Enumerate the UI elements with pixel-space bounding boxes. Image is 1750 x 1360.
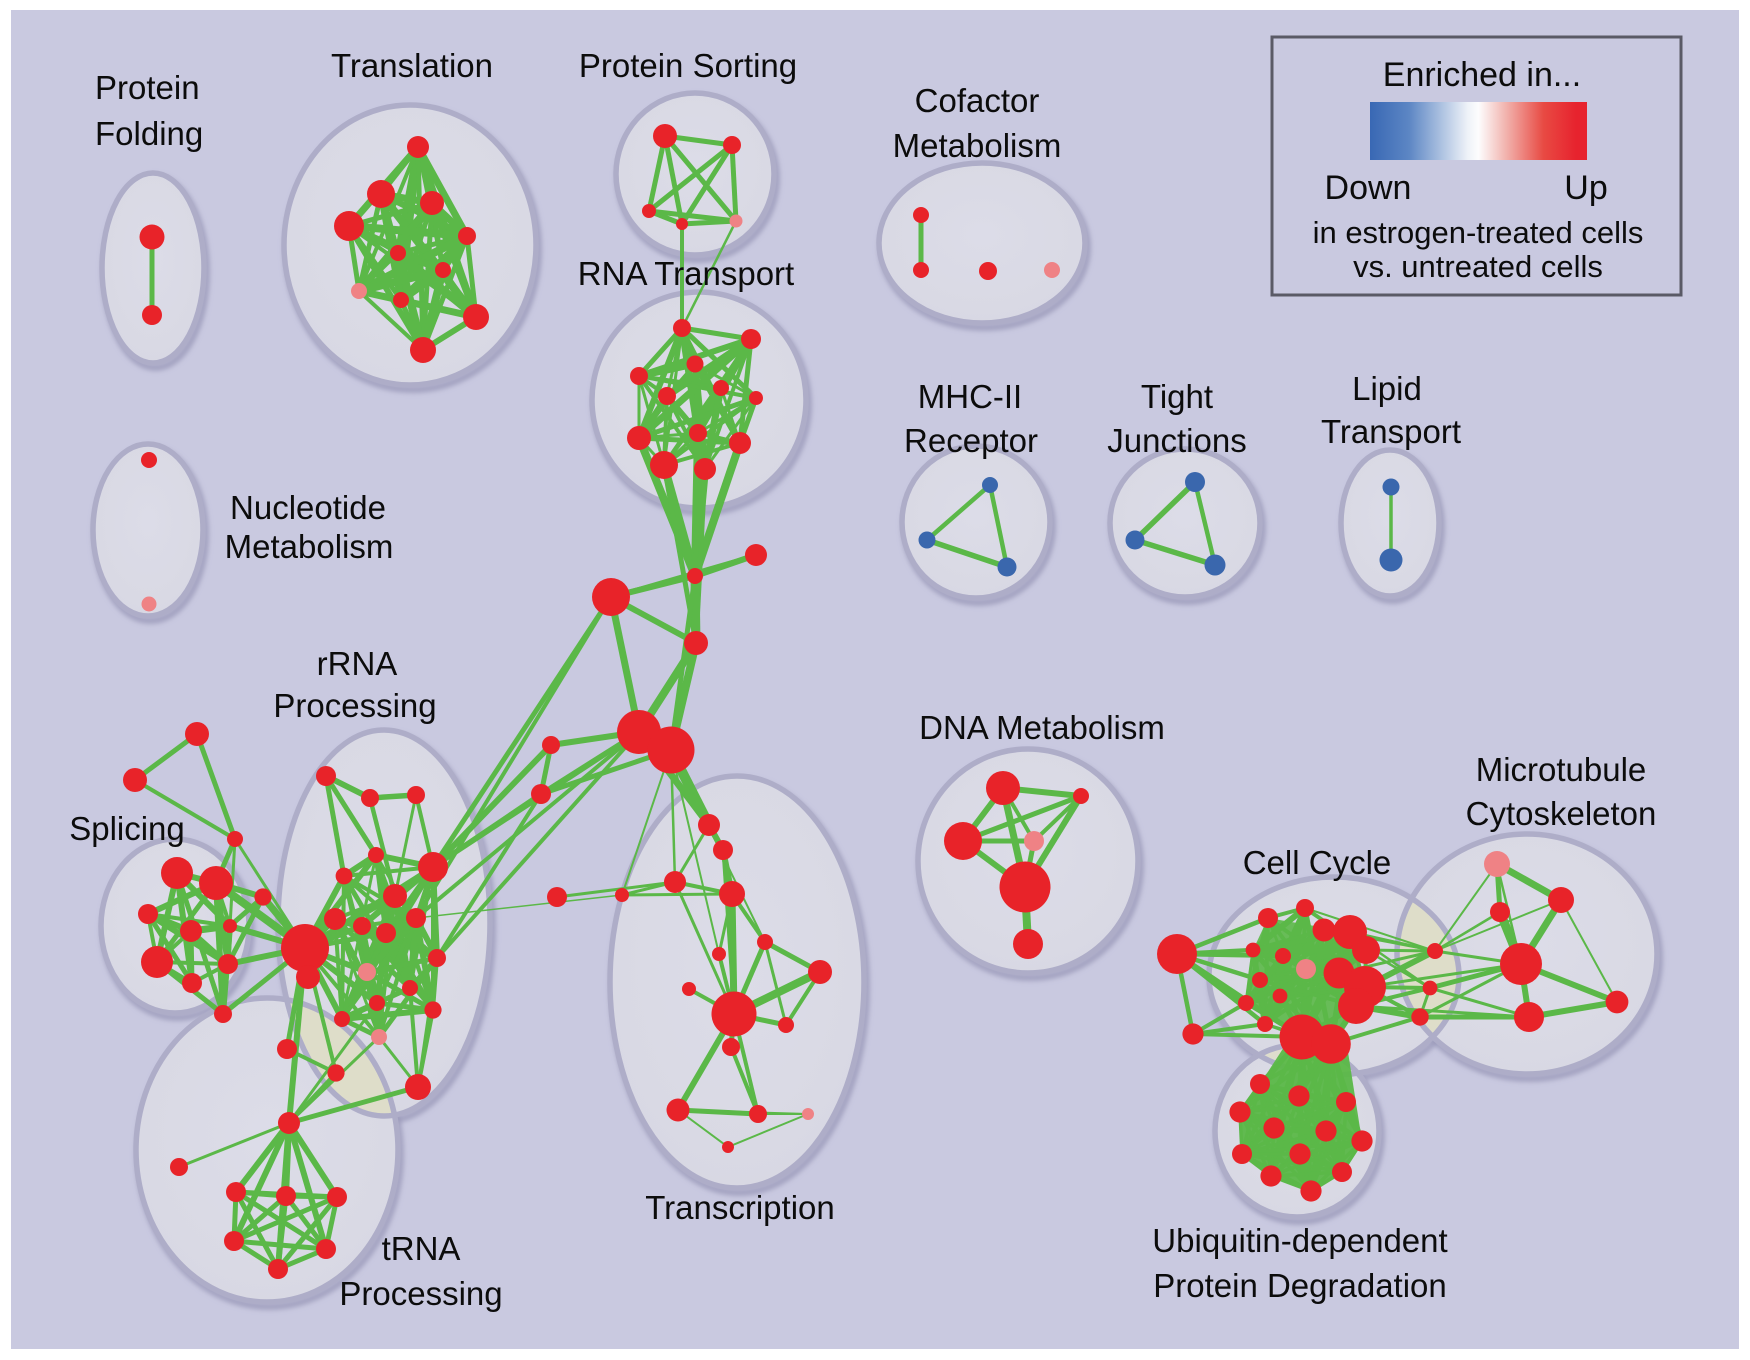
svg-text:Splicing: Splicing bbox=[69, 810, 185, 847]
svg-text:Cell Cycle: Cell Cycle bbox=[1243, 844, 1392, 881]
svg-text:Ubiquitin-dependent: Ubiquitin-dependent bbox=[1152, 1222, 1447, 1259]
svg-text:Cytoskeleton: Cytoskeleton bbox=[1466, 795, 1657, 832]
svg-text:Protein Degradation: Protein Degradation bbox=[1153, 1267, 1447, 1304]
svg-text:Microtubule: Microtubule bbox=[1476, 751, 1647, 788]
svg-text:Receptor: Receptor bbox=[904, 422, 1038, 459]
svg-text:Translation: Translation bbox=[331, 47, 493, 84]
svg-text:Metabolism: Metabolism bbox=[225, 528, 394, 565]
svg-text:Transport: Transport bbox=[1321, 413, 1461, 450]
svg-text:DNA Metabolism: DNA Metabolism bbox=[919, 709, 1165, 746]
svg-text:tRNA: tRNA bbox=[382, 1230, 461, 1267]
svg-text:Processing: Processing bbox=[339, 1275, 502, 1312]
svg-text:Cofactor: Cofactor bbox=[915, 82, 1040, 119]
svg-text:Processing: Processing bbox=[273, 687, 436, 724]
svg-text:rRNA: rRNA bbox=[317, 645, 398, 682]
svg-text:Folding: Folding bbox=[95, 115, 203, 152]
svg-text:in estrogen-treated cells: in estrogen-treated cells bbox=[1313, 215, 1644, 250]
svg-text:Protein: Protein bbox=[95, 69, 200, 106]
svg-text:Protein Sorting: Protein Sorting bbox=[579, 47, 797, 84]
svg-text:Junctions: Junctions bbox=[1107, 422, 1246, 459]
svg-text:Transcription: Transcription bbox=[645, 1189, 835, 1226]
svg-text:Tight: Tight bbox=[1141, 378, 1213, 415]
svg-text:vs. untreated cells: vs. untreated cells bbox=[1353, 249, 1603, 284]
svg-text:Up: Up bbox=[1564, 169, 1607, 207]
svg-text:Lipid: Lipid bbox=[1352, 370, 1422, 407]
svg-text:Down: Down bbox=[1325, 169, 1412, 207]
svg-text:Enriched in...: Enriched in... bbox=[1383, 56, 1581, 94]
svg-text:RNA Transport: RNA Transport bbox=[578, 255, 794, 292]
svg-text:MHC-II: MHC-II bbox=[918, 378, 1022, 415]
svg-text:Nucleotide: Nucleotide bbox=[230, 489, 386, 526]
svg-text:Metabolism: Metabolism bbox=[893, 127, 1062, 164]
